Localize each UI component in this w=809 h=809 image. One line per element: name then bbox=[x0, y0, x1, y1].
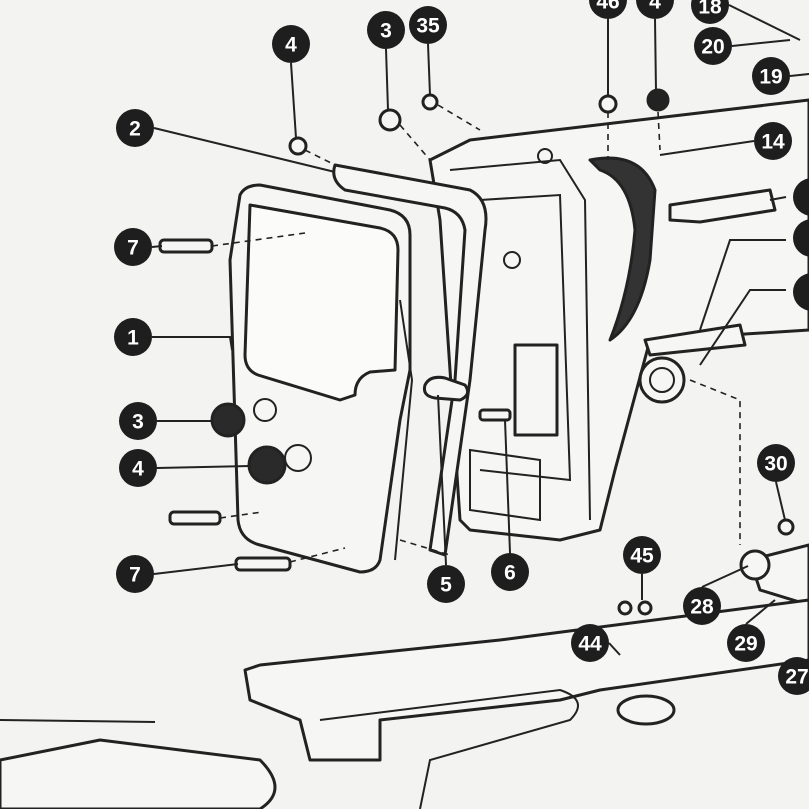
callout-label: 4 bbox=[649, 0, 661, 14]
callout-label: 5 bbox=[440, 574, 452, 597]
callout-label: 29 bbox=[734, 633, 757, 656]
callout-3-top: 3 bbox=[367, 11, 405, 49]
callout-label: 35 bbox=[416, 15, 440, 38]
cropped-callouts bbox=[793, 178, 809, 311]
callout-19: 19 bbox=[752, 57, 790, 95]
callout-6: 6 bbox=[491, 553, 529, 591]
assembly-guide-lines bbox=[211, 104, 741, 563]
callout-label: 19 bbox=[759, 66, 782, 89]
callout-label: 3 bbox=[132, 411, 144, 434]
callout-18: 18 bbox=[691, 0, 729, 24]
callout-7-upper: 7 bbox=[114, 228, 152, 266]
callout-30: 30 bbox=[757, 444, 795, 482]
callout-28: 28 bbox=[683, 587, 721, 625]
callout-3-left: 3 bbox=[119, 402, 157, 440]
callout-45: 45 bbox=[623, 536, 661, 574]
callout-label: 4 bbox=[285, 34, 297, 57]
callout-label: 1 bbox=[127, 327, 139, 350]
callout-4-left: 4 bbox=[119, 449, 157, 487]
callout-label: 7 bbox=[129, 564, 141, 587]
face-plate-window bbox=[243, 203, 400, 402]
callout-label: 18 bbox=[698, 0, 722, 19]
callout-label: 46 bbox=[596, 0, 619, 14]
callout-label: 2 bbox=[129, 118, 141, 141]
callout-44: 44 bbox=[571, 624, 609, 662]
callout-label: 30 bbox=[764, 453, 787, 476]
callout-label: 20 bbox=[701, 36, 724, 59]
callout-label: 4 bbox=[132, 458, 144, 481]
bobbin-winder bbox=[638, 188, 809, 607]
callout-20: 20 bbox=[694, 27, 732, 65]
callout-14: 14 bbox=[754, 122, 792, 160]
callout-1: 1 bbox=[114, 318, 152, 356]
callout-29: 29 bbox=[727, 624, 765, 662]
callout-label: 7 bbox=[127, 237, 139, 260]
plate-44b bbox=[616, 694, 676, 726]
callout-label: 44 bbox=[578, 633, 602, 656]
take-up-guard bbox=[588, 156, 657, 342]
thread-guide bbox=[423, 375, 470, 402]
callout-4-top: 4 bbox=[272, 25, 310, 63]
callout-label: 14 bbox=[761, 131, 785, 154]
callout-5: 5 bbox=[427, 565, 465, 603]
callout-2: 2 bbox=[116, 109, 154, 147]
face-plate-gasket bbox=[332, 163, 488, 557]
callout-label: 45 bbox=[630, 545, 654, 568]
machine-bed bbox=[243, 598, 809, 762]
callout-27: 27 bbox=[778, 657, 809, 695]
callout-label: 27 bbox=[785, 666, 808, 689]
leader-lines bbox=[0, 4, 809, 723]
callout-label: 6 bbox=[504, 562, 516, 585]
callout-label: 28 bbox=[690, 596, 714, 619]
callout-label: 3 bbox=[380, 20, 392, 43]
callout-46: 46 bbox=[589, 0, 627, 19]
callout-7-lower: 7 bbox=[116, 555, 154, 593]
callout-35: 35 bbox=[409, 6, 447, 44]
callout-4-top-right: 4 bbox=[636, 0, 674, 19]
